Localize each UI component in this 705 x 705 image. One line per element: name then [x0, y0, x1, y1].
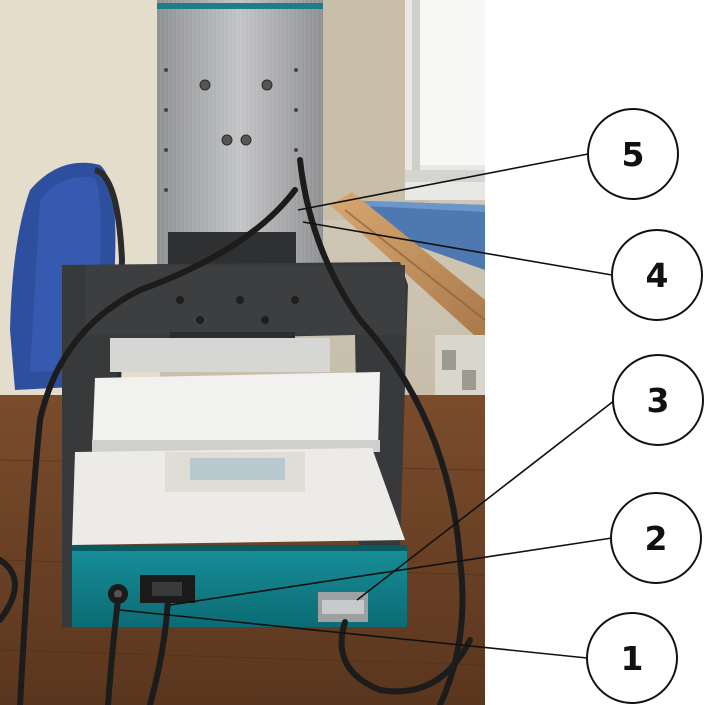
teal-base	[72, 545, 407, 627]
callout-2: 2	[610, 492, 702, 584]
callout-label: 2	[645, 519, 668, 558]
callout-3: 3	[612, 354, 704, 446]
window	[405, 0, 485, 200]
callout-1: 1	[586, 612, 678, 704]
work-bed	[72, 448, 405, 545]
callout-label: 4	[646, 256, 669, 295]
leader-line-5	[297, 153, 589, 211]
leader-line-3	[356, 399, 616, 601]
callout-5: 5	[587, 108, 679, 200]
leader-line-2	[169, 537, 613, 606]
callout-label: 3	[647, 381, 670, 420]
cables	[0, 157, 473, 705]
aluminum-column	[157, 0, 323, 265]
wooden-rod	[330, 192, 486, 345]
leader-line-1	[119, 609, 588, 659]
callout-4: 4	[611, 229, 703, 321]
callout-leader-lines	[119, 153, 616, 659]
callout-label: 1	[621, 639, 644, 678]
leader-line-4	[302, 221, 613, 276]
callout-label: 5	[622, 135, 645, 174]
white-cover	[92, 338, 380, 452]
